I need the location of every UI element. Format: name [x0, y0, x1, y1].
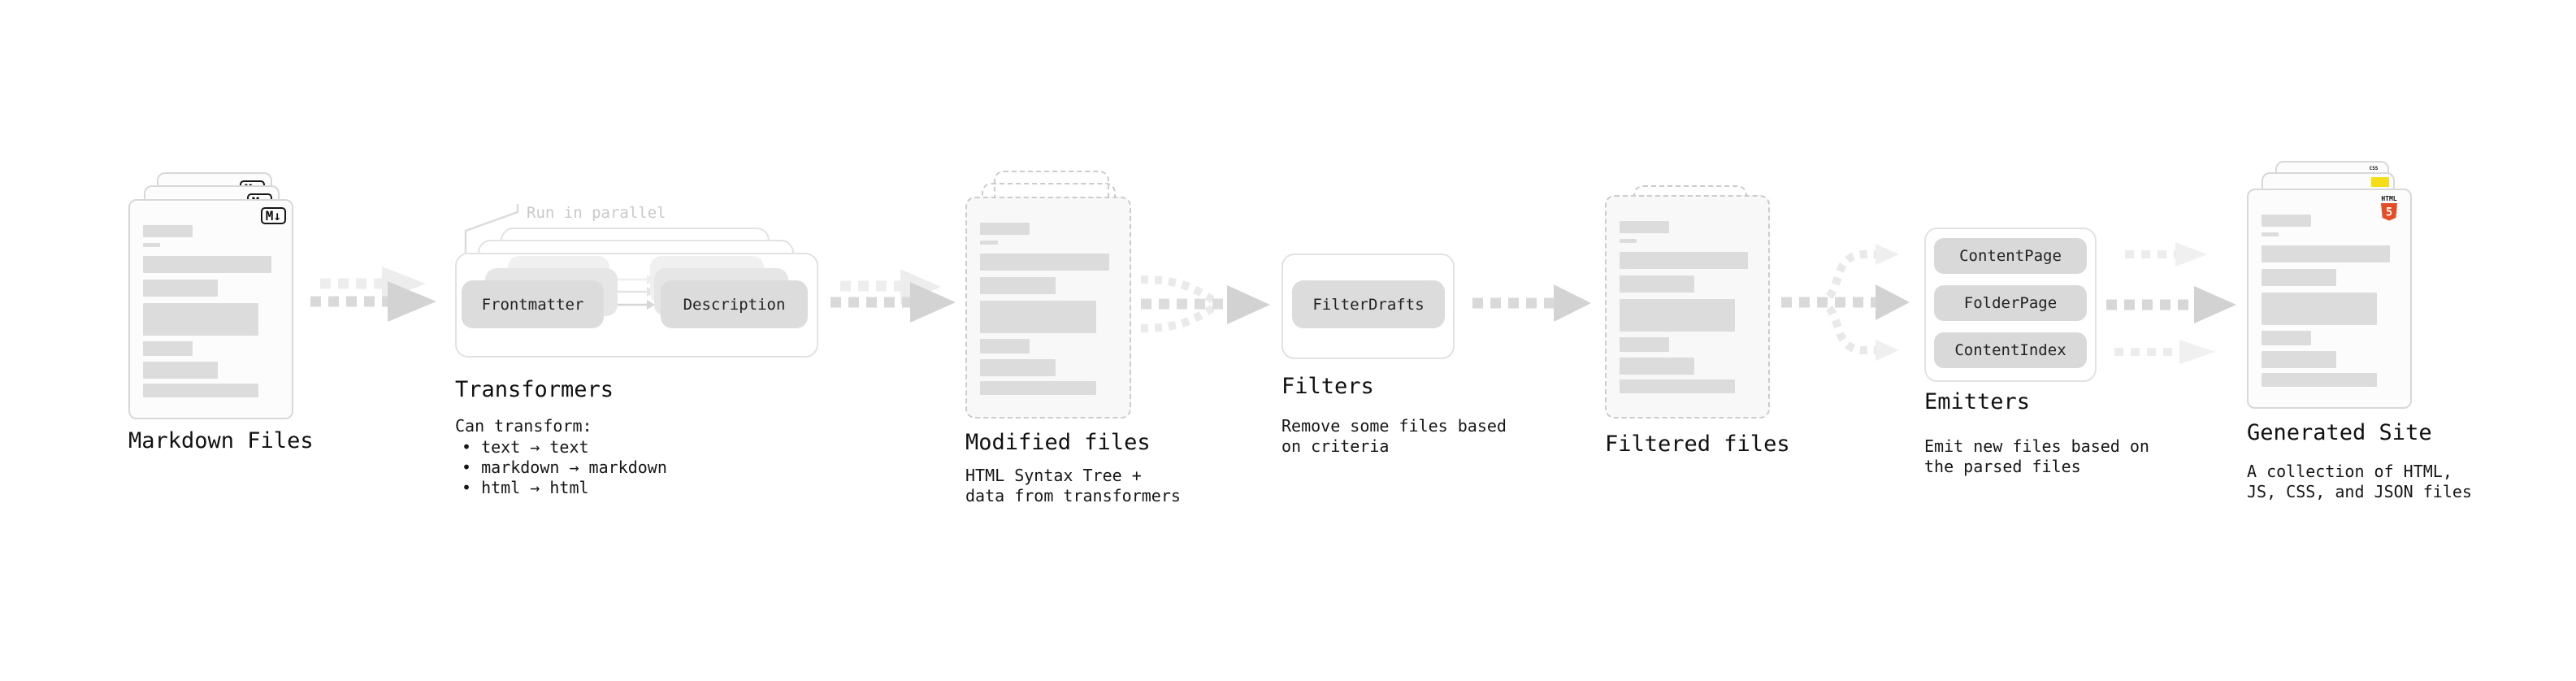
skeleton-line: [143, 225, 193, 237]
bullet-item: • markdown → markdown: [462, 458, 667, 477]
description-line: the parsed files: [1924, 457, 2081, 476]
transformers-description-heading: Can transform:: [455, 416, 592, 436]
description-line: HTML Syntax Tree +: [965, 466, 1142, 485]
skeleton-line: [1620, 299, 1735, 332]
stage-title-modified-files: Modified files: [965, 430, 1151, 455]
skeleton-line: [980, 254, 1110, 271]
emitter-pill-folder-page: FolderPage: [1934, 285, 2087, 321]
markdown-file-card-front: M↓: [128, 199, 293, 419]
skeleton-line: [1620, 252, 1749, 269]
skeleton-line: [143, 341, 193, 356]
skeleton-line: [2262, 215, 2312, 227]
transformer-result-pill: Description: [661, 280, 808, 328]
stage-title-filtered-files: Filtered files: [1605, 432, 1790, 457]
skeleton-line: [143, 280, 219, 297]
html5-icon: HTML 5: [2381, 195, 2397, 221]
skeleton-line: [143, 256, 272, 273]
bullet-item: • html → html: [462, 478, 589, 497]
arrow-modified-to-filters: [1140, 275, 1270, 332]
description-line: data from transformers: [965, 486, 1181, 505]
transformer-source-pill: Frontmatter: [462, 280, 604, 328]
skeleton-line: [2262, 245, 2391, 262]
modified-files-description: HTML Syntax Tree + data from transformer…: [965, 466, 1181, 506]
arrow-transformers-to-modified: [830, 269, 956, 323]
bullet-item: • text → text: [462, 437, 589, 457]
emitter-pill-content-page: ContentPage: [1934, 238, 2087, 274]
skeleton-line: [2262, 232, 2279, 236]
js-file-icon: [2371, 177, 2389, 187]
skeleton-line: [2262, 373, 2377, 387]
description-line: Emit new files based on: [1924, 436, 2149, 456]
arrow-markdown-to-transformers: [310, 267, 436, 322]
skeleton-line: [143, 243, 161, 247]
generated-site-description: A collection of HTML, JS, CSS, and JSON …: [2247, 462, 2472, 502]
stage-title-transformers: Transformers: [455, 377, 614, 402]
svg-text:HTML: HTML: [2381, 195, 2396, 202]
run-in-parallel-annotation: Run in parallel: [527, 204, 666, 222]
doc-skeleton-lines: [143, 225, 277, 397]
description-line: A collection of HTML,: [2247, 462, 2452, 481]
stage-title-generated-site: Generated Site: [2247, 420, 2432, 445]
filter-drafts-pill: FilterDrafts: [1292, 280, 1445, 328]
svg-text:5: 5: [2386, 206, 2392, 219]
transformer-mini-arrows: [615, 275, 655, 310]
doc-skeleton-lines: [1620, 221, 1754, 393]
skeleton-line: [1620, 221, 1670, 233]
description-line: Remove some files based: [1281, 416, 1507, 436]
doc-skeleton-lines: [2262, 215, 2396, 387]
doc-skeleton-lines: [980, 223, 1115, 395]
skeleton-line: [980, 277, 1056, 294]
skeleton-line: [980, 223, 1030, 235]
skeleton-line: [980, 359, 1056, 376]
transformers-bullet-list: • text → text • markdown → markdown • ht…: [462, 437, 667, 498]
emitter-pill-content-index: ContentIndex: [1934, 332, 2087, 368]
skeleton-line: [143, 384, 258, 397]
skeleton-line: [143, 362, 219, 379]
skeleton-line: [2262, 331, 2312, 345]
run-in-parallel-bracket: [464, 204, 519, 253]
skeleton-line: [1620, 358, 1695, 375]
arrow-filtered-to-emitters: [1781, 244, 1910, 361]
skeleton-line: [980, 241, 998, 245]
description-line: JS, CSS, and JSON files: [2247, 482, 2472, 501]
arrow-filters-to-filtered: [1472, 284, 1591, 322]
filters-description: Remove some files based on criteria: [1281, 416, 1507, 457]
markdown-icon: M↓: [260, 207, 286, 224]
skeleton-line: [2262, 293, 2377, 325]
skeleton-line: [1620, 380, 1735, 393]
description-line: on criteria: [1281, 436, 1390, 456]
stage-title-markdown-files: Markdown Files: [128, 428, 314, 453]
skeleton-line: [1620, 337, 1670, 352]
skeleton-line: [2262, 269, 2337, 286]
skeleton-line: [980, 339, 1030, 354]
stage-title-emitters: Emitters: [1924, 389, 2031, 414]
skeleton-line: [980, 381, 1096, 395]
skeleton-line: [1620, 239, 1637, 243]
arrow-emitters-to-generated: [2106, 242, 2236, 364]
emitters-description: Emit new files based on the parsed files: [1924, 436, 2149, 477]
stage-title-filters: Filters: [1281, 374, 1374, 399]
skeleton-line: [2262, 351, 2337, 368]
skeleton-line: [143, 303, 258, 336]
skeleton-line: [1620, 275, 1695, 293]
modified-file-card-front: [965, 197, 1131, 419]
generated-file-card-front: HTML 5: [2247, 189, 2412, 409]
filtered-file-card-front: [1605, 195, 1770, 419]
skeleton-line: [980, 301, 1096, 333]
